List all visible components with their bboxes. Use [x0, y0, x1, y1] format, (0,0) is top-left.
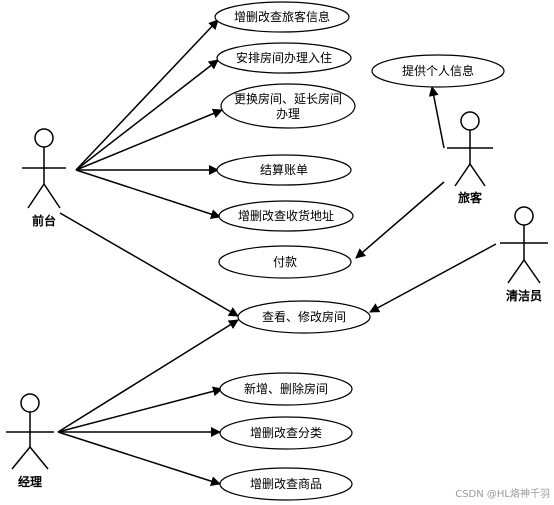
usecase-room-add-label: 新增、删除房间	[244, 381, 328, 396]
actor-manager-label: 经理	[18, 474, 42, 489]
usecase-personal	[371, 54, 505, 88]
usecase-payment-label: 付款	[273, 255, 297, 269]
usecase-payment	[218, 245, 352, 279]
usecase-checkout-label: 结算账单	[260, 162, 308, 177]
assoc-frontdesk-room-view	[59, 212, 239, 317]
usecase-room-view	[237, 300, 371, 334]
actor-traveler-label: 旅客	[458, 190, 483, 205]
usecase-change-room-label-line2: 办理	[276, 106, 300, 121]
assoc-cleaner-room-view	[369, 243, 497, 313]
usecase-guest-info-label: 增删改查旅客信息	[234, 9, 330, 24]
actor-frontdesk-label: 前台	[32, 213, 56, 228]
assoc-manager-room-view	[57, 319, 239, 433]
usecase-change-room	[220, 83, 356, 129]
assoc-manager-goods	[57, 431, 221, 487]
usecase-guest-info	[214, 1, 350, 33]
watermark: CSDN @HL烙神千羽	[455, 487, 550, 500]
usecase-checkin-label: 安排房间办理入住	[236, 50, 332, 65]
usecase-goods	[219, 467, 353, 501]
assoc-frontdesk-guest-info	[75, 19, 219, 171]
actor-frontdesk-figure	[22, 128, 66, 209]
assoc-traveler-payment	[355, 181, 445, 259]
usecase-personal-label: 提供个人信息	[402, 63, 474, 78]
assoc-frontdesk-address	[75, 169, 221, 219]
assoc-manager-room-add	[57, 386, 223, 433]
usecase-goods-label: 增删改查商品	[250, 476, 322, 491]
usecase-address-label: 增删改查收货地址	[238, 208, 334, 223]
assoc-frontdesk-checkin	[75, 59, 219, 171]
actor-cleaner-label: 清洁员	[506, 288, 542, 303]
actor-traveler-figure	[447, 111, 493, 187]
usecase-checkout	[216, 154, 352, 186]
usecase-category-label: 增删改查分类	[250, 426, 322, 440]
actor-manager-figure	[6, 393, 54, 470]
usecase-category	[219, 416, 353, 450]
actor-cleaner-figure	[500, 206, 548, 284]
usecase-checkin	[216, 42, 352, 74]
usecase-address	[218, 200, 354, 232]
assoc-frontdesk-change-room	[75, 108, 223, 171]
usecase-room-view-label: 查看、修改房间	[262, 309, 346, 324]
usecase-room-add	[219, 372, 353, 406]
assoc-traveler-personal	[428, 86, 445, 149]
usecase-change-room-label-line1: 更换房间、延长房间	[234, 91, 342, 106]
